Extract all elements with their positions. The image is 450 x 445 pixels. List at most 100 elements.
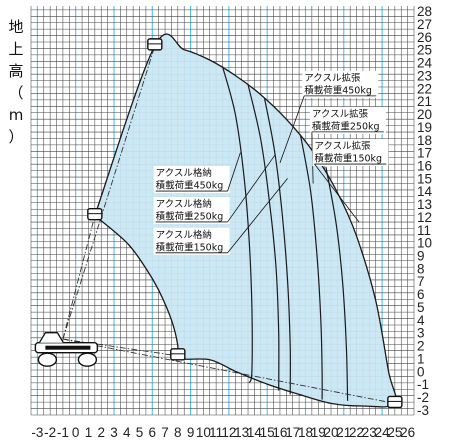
y-tick-label: 20 (417, 107, 432, 122)
annotation-label: アクスル格納 (156, 229, 212, 241)
platform-icon (147, 38, 163, 51)
x-tick-label: 9 (187, 425, 195, 440)
x-tick-label: 15 (260, 425, 275, 440)
x-tick-label: 11 (209, 425, 223, 440)
annotations: アクスル格納積載荷重450kgアクスル格納積載荷重250kgアクスル格納積載荷重… (153, 70, 389, 255)
x-tick-label: 2 (97, 425, 105, 440)
annotation-bg (309, 106, 386, 134)
y-tick-label: 3 (417, 326, 425, 341)
y-tick-label: 28 (417, 4, 432, 19)
load-envelope-curve (221, 66, 253, 384)
annotation-label: 積載荷重450kg (156, 180, 224, 192)
x-tick-label: 26 (400, 425, 415, 440)
platform-icons (87, 38, 403, 409)
y-tick-label: -1 (417, 377, 429, 392)
y-tick-label: 27 (417, 17, 432, 32)
annotation-label: 積載荷重250kg (156, 210, 224, 222)
x-tick-label: -3 (31, 425, 43, 440)
x-tick-label: 16 (272, 425, 287, 440)
y-axis-label-char: 高 (8, 62, 23, 80)
y-tick-label: 9 (417, 249, 425, 264)
annotation-bg (312, 139, 389, 167)
annotation-label: アクスル拡張 (314, 140, 371, 152)
x-tick-label: 1 (85, 425, 93, 440)
x-tick-label: 25 (387, 425, 402, 440)
annotation-label: 積載荷重150kg (314, 153, 382, 165)
vehicle-icon (34, 332, 99, 367)
x-tick-label: 12 (221, 425, 236, 440)
x-tick-label: 13 (234, 425, 249, 440)
front-wheel-icon (37, 352, 58, 367)
x-tick-label: 0 (72, 425, 80, 440)
x-tick-label: 20 (324, 425, 339, 440)
boom-reach-lines (62, 45, 395, 404)
y-tick-label: 21 (417, 94, 432, 109)
x-tick-label: 24 (375, 425, 391, 440)
y-tick-label: 14 (417, 184, 433, 199)
y-axis-label-char: （ (8, 84, 23, 102)
annotation-label: アクスル格納 (156, 198, 212, 210)
annotation-label: アクスル拡張 (304, 72, 361, 84)
platform-icon (387, 395, 403, 409)
annotation-label: 積載荷重150kg (156, 241, 224, 253)
annotation-label: 積載荷重450kg (304, 84, 372, 96)
load-envelope-curve (264, 98, 291, 395)
x-tick-label: 22 (349, 425, 364, 440)
x-tick-label: 5 (136, 425, 144, 440)
y-axis-label: 地上高 （ m ） (8, 18, 23, 146)
y-tick-label: 6 (417, 287, 425, 302)
y-tick-label: 4 (417, 313, 425, 328)
y-tick-label: 19 (417, 120, 432, 135)
leader-line (227, 178, 288, 254)
y-tick-label: 26 (417, 30, 432, 45)
platform-icon (170, 348, 186, 361)
y-tick-label: 10 (417, 236, 432, 251)
x-tick-label: -1 (57, 425, 69, 440)
x-tick-label: 21 (336, 425, 351, 440)
x-tick-label: 7 (161, 425, 169, 440)
y-tick-label: 22 (417, 81, 432, 96)
x-tick-label: 8 (174, 425, 182, 440)
annotation-label: アクスル拡張 (312, 108, 369, 120)
y-axis-label-char: 上 (8, 40, 23, 58)
boom-reach-line (62, 215, 96, 340)
y-tick-label: 7 (417, 274, 425, 289)
y-tick-label: 1 (417, 351, 425, 366)
y-tick-label: 18 (417, 133, 432, 148)
y-tick-label: 15 (417, 171, 432, 186)
y-tick-label: 13 (417, 197, 432, 212)
leader-line (314, 163, 360, 223)
vehicle-frame (45, 345, 91, 350)
annotation-label: アクスル格納 (156, 167, 212, 179)
x-tick-label: 3 (110, 425, 118, 440)
rear-wheel-icon (77, 352, 98, 367)
y-tick-label: 24 (417, 56, 433, 71)
platform-icon (87, 207, 103, 221)
y-tick-label: -3 (417, 403, 429, 418)
x-tick-label: 18 (298, 425, 313, 440)
x-tick-label: 23 (362, 425, 377, 440)
annotation-bg (153, 166, 230, 194)
leader-line (279, 95, 305, 164)
annotation-bg (302, 70, 379, 98)
boom-reach-line (62, 338, 395, 404)
x-tick-label: 17 (285, 425, 300, 440)
y-tick-label: 12 (417, 210, 432, 225)
y-axis-label-char: m (9, 106, 24, 124)
y-tick-labels: 2827262524232221201918171615141312111098… (417, 4, 433, 418)
y-tick-label: 11 (417, 223, 431, 238)
y-axis-label-char: 地 (8, 18, 23, 36)
y-tick-label: 23 (417, 68, 432, 83)
y-tick-label: 0 (417, 364, 425, 379)
boom-reach-line (62, 338, 178, 357)
y-tick-label: 17 (417, 146, 432, 161)
load-envelope-curve (247, 84, 280, 391)
y-axis-label-char: ） (8, 128, 23, 146)
